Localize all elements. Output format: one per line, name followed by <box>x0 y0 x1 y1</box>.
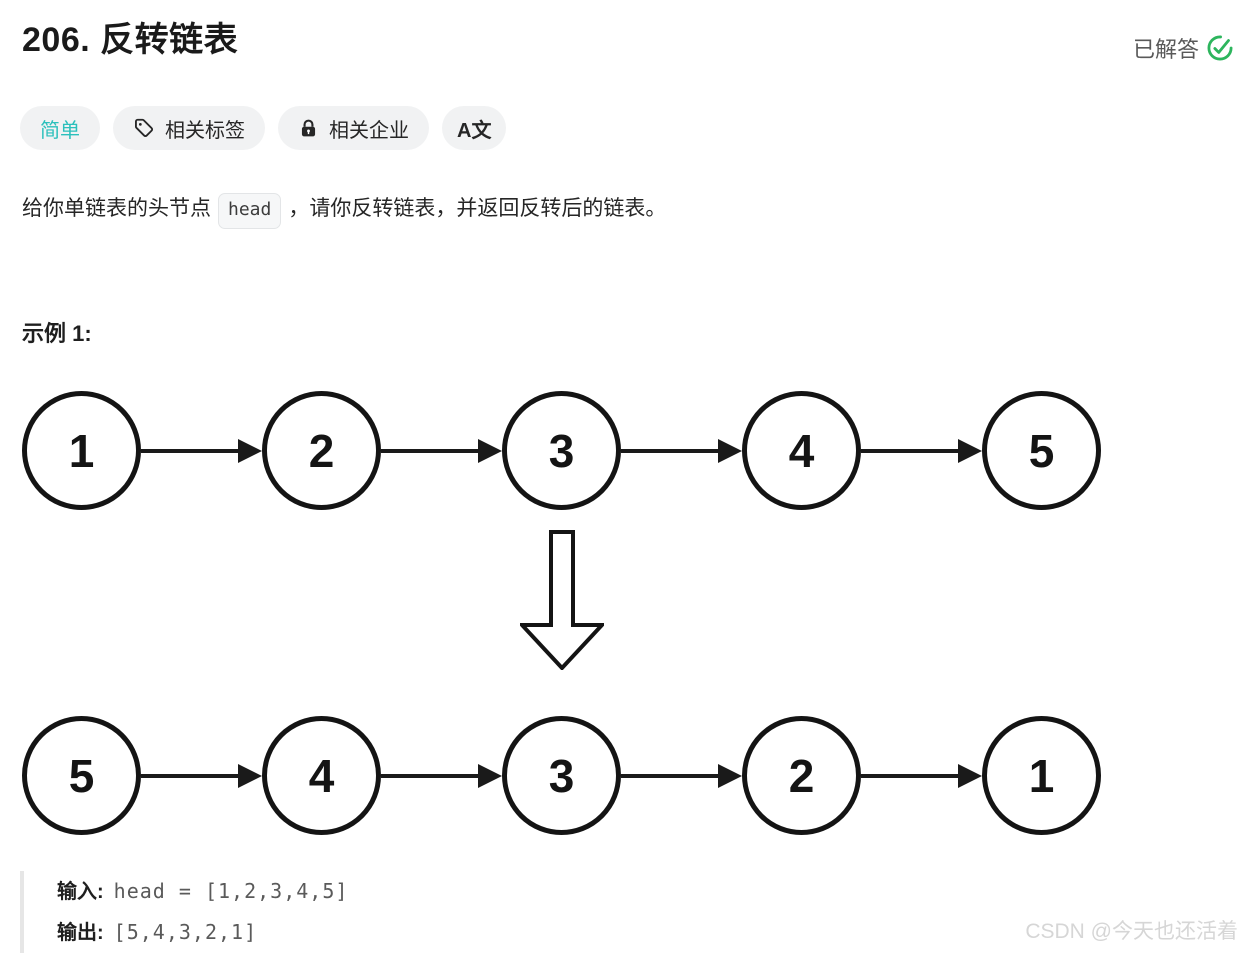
list-node: 2 <box>742 716 861 835</box>
related-tags-label: 相关标签 <box>165 119 245 142</box>
arrow-connector <box>141 763 262 788</box>
linked-list-after: 5 4 3 2 1 <box>22 716 1102 835</box>
output-value: [5,4,3,2,1] <box>113 920 258 944</box>
list-node: 4 <box>742 391 861 510</box>
input-value: head = [1,2,3,4,5] <box>113 879 349 903</box>
related-companies-button[interactable]: 相关企业 <box>278 106 429 150</box>
translate-button[interactable]: A文 <box>442 106 507 150</box>
difficulty-label: 简单 <box>40 119 80 142</box>
solved-label: 已解答 <box>1132 37 1199 62</box>
list-node: 3 <box>502 716 621 835</box>
output-label: 输出: <box>57 922 104 944</box>
list-node: 1 <box>22 391 141 510</box>
page-title: 206. 反转链表 <box>22 21 239 59</box>
lock-icon <box>298 118 319 139</box>
list-node: 2 <box>262 391 381 510</box>
example-heading: 示例 1: <box>22 321 92 346</box>
arrow-connector <box>381 438 502 463</box>
description-suffix: ，请你反转链表，并返回反转后的链表。 <box>288 197 667 220</box>
down-arrow-icon <box>22 530 1102 675</box>
description-prefix: 给你单链表的头节点 <box>22 197 211 220</box>
inline-code-head: head <box>218 193 282 229</box>
arrow-connector <box>141 438 262 463</box>
solved-badge: 已解答 <box>1133 32 1234 64</box>
arrow-connector <box>621 438 742 463</box>
list-node: 3 <box>502 391 621 510</box>
arrow-connector <box>861 763 982 788</box>
linked-list-diagram: 1 2 3 4 5 5 4 3 2 1 <box>22 391 1102 835</box>
list-node: 5 <box>982 391 1101 510</box>
arrow-connector <box>381 763 502 788</box>
difficulty-badge[interactable]: 简单 <box>20 106 100 150</box>
arrow-connector <box>621 763 742 788</box>
related-companies-label: 相关企业 <box>329 119 409 142</box>
check-circle-icon <box>1206 34 1234 62</box>
related-tags-button[interactable]: 相关标签 <box>113 106 265 150</box>
linked-list-before: 1 2 3 4 5 <box>22 391 1102 510</box>
list-node: 1 <box>982 716 1101 835</box>
translate-icon: A文 <box>457 119 492 142</box>
list-node: 5 <box>22 716 141 835</box>
tags-row: 简单 相关标签 相关企业 A文 <box>20 106 1246 150</box>
tag-icon <box>133 117 155 139</box>
problem-description: 给你单链表的头节点 head ，请你反转链表，并返回反转后的链表。 <box>22 193 1246 229</box>
arrow-connector <box>861 438 982 463</box>
list-node: 4 <box>262 716 381 835</box>
watermark: CSDN @今天也还活着 <box>1025 920 1238 943</box>
input-line: 输入: head = [1,2,3,4,5] <box>57 871 1246 912</box>
input-label: 输入: <box>57 881 104 903</box>
